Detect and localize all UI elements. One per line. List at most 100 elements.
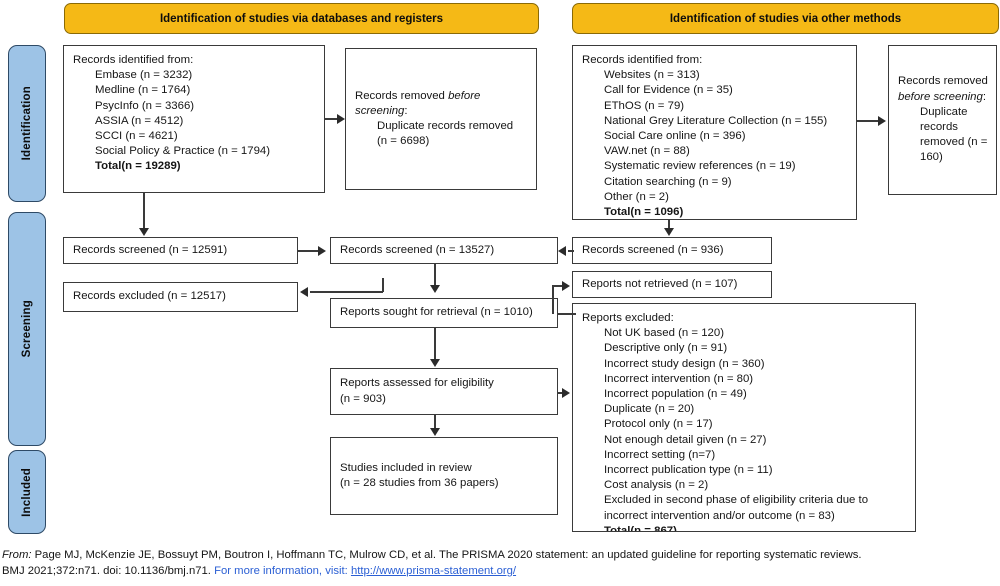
connector-assessed-to-reports-excluded	[558, 392, 564, 394]
reports-assessed-line-1: Reports assessed for eligibility	[340, 377, 494, 390]
other-total-label: Total	[604, 206, 631, 219]
reason-cost-analysis: Cost analysis (n = 2)	[604, 479, 709, 492]
stage-label-included: Included	[21, 467, 33, 517]
arrow-screened-to-sought	[430, 285, 440, 293]
connector-elbow-horizontal-excluded	[310, 291, 383, 293]
records-excluded-left-text: Records excluded (n = 12517)	[73, 290, 226, 303]
arrow-sought-to-assessed	[430, 359, 440, 367]
footer-from-label: From:	[2, 549, 32, 561]
banner-databases-registers: Identification of studies via databases …	[64, 3, 539, 34]
arrow-identified-to-screened-right	[664, 228, 674, 236]
box-records-excluded-databases: Records excluded (n = 12517)	[63, 282, 298, 312]
studies-included-line-1: Studies included in review	[340, 461, 472, 474]
other-removed-line-4: records	[920, 121, 958, 133]
identified-total-label: Total	[95, 160, 122, 173]
reason-incorrect-population: Incorrect population (n = 49)	[604, 388, 747, 401]
removed-text-screening: screening	[355, 104, 405, 117]
arrow-to-not-retrieved	[562, 281, 570, 291]
other-removed-line-1: Records removed	[898, 75, 988, 88]
box-reports-assessed-eligibility: Reports assessed for eligibility (n = 90…	[330, 368, 558, 415]
reason-protocol-only: Protocol only (n = 17)	[604, 418, 713, 431]
reports-sought-text: Reports sought for retrieval (n = 1010)	[340, 306, 533, 319]
reason-second-phase-line-2: incorrect intervention and/or outcome (n…	[604, 509, 835, 522]
source-psycinfo: PsycInfo (n = 3366)	[95, 99, 195, 112]
connector-sought-to-assessed	[434, 328, 436, 360]
footer-doi-text: BMJ 2021;372:n71. doi: 10.1136/bmj.n71.	[2, 564, 211, 577]
connector-sought-to-not-retrieved-h2	[552, 285, 564, 287]
removed-line-3: Duplicate records removed	[377, 120, 514, 132]
source-assia: ASSIA (n = 4512)	[95, 114, 184, 127]
box-reports-excluded-other: Reports excluded: Not UK based (n = 120)…	[572, 303, 916, 532]
reason-incorrect-study-design: Incorrect study design (n = 360)	[604, 357, 765, 370]
stage-pill-screening: Screening	[8, 212, 46, 446]
reason-incorrect-setting: Incorrect setting (n=7)	[604, 448, 716, 461]
removed-line-1: Records removed before	[355, 89, 527, 104]
source-vaw-net: VAW.net (n = 88)	[604, 145, 690, 158]
source-systematic-review-refs: Systematic review references (n = 19)	[604, 160, 796, 173]
removed-line-2: screening:	[355, 104, 527, 119]
other-identified-total: Total(n = 1096)	[582, 205, 847, 219]
stage-label-identification: Identification	[21, 86, 33, 161]
arrow-assessed-to-included	[430, 428, 440, 436]
source-websites: Websites (n = 313)	[604, 69, 700, 82]
reports-assessed-line-2: (n = 903)	[340, 392, 386, 405]
other-removed-line-5: removed (n =	[920, 136, 988, 149]
other-identified-heading: Records identified from:	[582, 54, 703, 66]
connector-sought-to-not-retrieved-v	[552, 285, 554, 314]
source-social-care-online: Social Care online (n = 396)	[604, 130, 746, 143]
connector-identified-to-removed-right	[857, 120, 879, 122]
connector-identified-to-screened-right	[668, 220, 670, 229]
other-removed-line-3: Duplicate	[920, 105, 968, 118]
source-embase: Embase (n = 3232)	[95, 69, 193, 82]
connector-assessed-to-included	[434, 415, 436, 429]
identified-total-value: (n = 19289)	[121, 160, 181, 173]
box-reports-sought-retrieval: Reports sought for retrieval (n = 1010)	[330, 298, 558, 328]
box-records-identified-other: Records identified from: Websites (n = 3…	[572, 45, 857, 220]
box-records-removed-before-screening-right: Records removed before screening: Duplic…	[888, 45, 997, 195]
reason-duplicate: Duplicate (n = 20)	[604, 403, 695, 416]
connector-sought-to-not-retrieved-h1	[558, 313, 576, 315]
box-studies-included-review: Studies included in review (n = 28 studi…	[330, 437, 558, 515]
arrow-to-records-excluded-left	[300, 287, 308, 297]
reason-not-uk-based: Not UK based (n = 120)	[604, 327, 724, 340]
reason-second-phase-line-1: Excluded in second phase of eligibility …	[604, 494, 869, 507]
reports-excluded-total: Total(n = 867)	[582, 524, 906, 531]
reason-incorrect-publication-type: Incorrect publication type (n = 11)	[604, 464, 773, 477]
footer-citation: From: Page MJ, McKenzie JE, Bossuyt PM, …	[2, 548, 998, 579]
box-records-identified-databases: Records identified from: Embase (n = 323…	[63, 45, 325, 193]
source-citation-searching: Citation searching (n = 9)	[604, 175, 732, 188]
footer-citation-text: Page MJ, McKenzie JE, Bossuyt PM, Boutro…	[31, 549, 862, 561]
identified-total: Total(n = 19289)	[73, 159, 315, 174]
source-national-grey-literature: National Grey Literature Collection (n =…	[604, 114, 828, 127]
reports-excluded-heading: Reports excluded:	[582, 312, 674, 324]
identified-heading: Records identified from:	[73, 54, 194, 66]
connector-elbow-vertical-excluded	[382, 278, 384, 292]
connector-identified-to-removed-left	[325, 118, 338, 120]
source-other: Other (n = 2)	[604, 190, 669, 203]
removed-text-colon: :	[404, 104, 408, 117]
other-removed-before-screening: before screening	[898, 90, 983, 103]
box-records-screened-other: Records screened (n = 936)	[572, 237, 772, 264]
arrow-identified-to-screened-left	[139, 228, 149, 236]
removed-text-before: before	[448, 89, 481, 102]
other-removed-line-6: 160)	[920, 151, 943, 164]
removed-line-4: (n = 6698)	[377, 135, 430, 148]
stage-pill-included: Included	[8, 450, 46, 534]
box-records-removed-before-screening-left: Records removed before screening: Duplic…	[345, 48, 537, 190]
reason-not-enough-detail: Not enough detail given (n = 27)	[604, 433, 767, 446]
footer-line-1: From: Page MJ, McKenzie JE, Bossuyt PM, …	[2, 548, 998, 564]
other-total-value: (n = 1096)	[630, 206, 684, 219]
studies-included-line-2: (n = 28 studies from 36 papers)	[340, 477, 499, 489]
footer-more-info-text: For more information, visit:	[210, 564, 351, 577]
box-reports-not-retrieved: Reports not retrieved (n = 107)	[572, 271, 772, 298]
connector-screened-left-to-middle	[298, 250, 319, 252]
connector-screened-to-sought	[434, 264, 436, 286]
source-call-for-evidence: Call for Evidence (n = 35)	[604, 84, 733, 97]
other-removed-line-2: before screening:	[898, 90, 987, 105]
removed-text-1: Records removed	[355, 89, 449, 102]
reason-descriptive-only: Descriptive only (n = 91)	[604, 342, 728, 355]
source-scci: SCCI (n = 4621)	[95, 130, 178, 143]
connector-identified-to-screened-left	[143, 193, 145, 229]
prisma-statement-link[interactable]: http://www.prisma-statement.org/	[350, 564, 517, 577]
